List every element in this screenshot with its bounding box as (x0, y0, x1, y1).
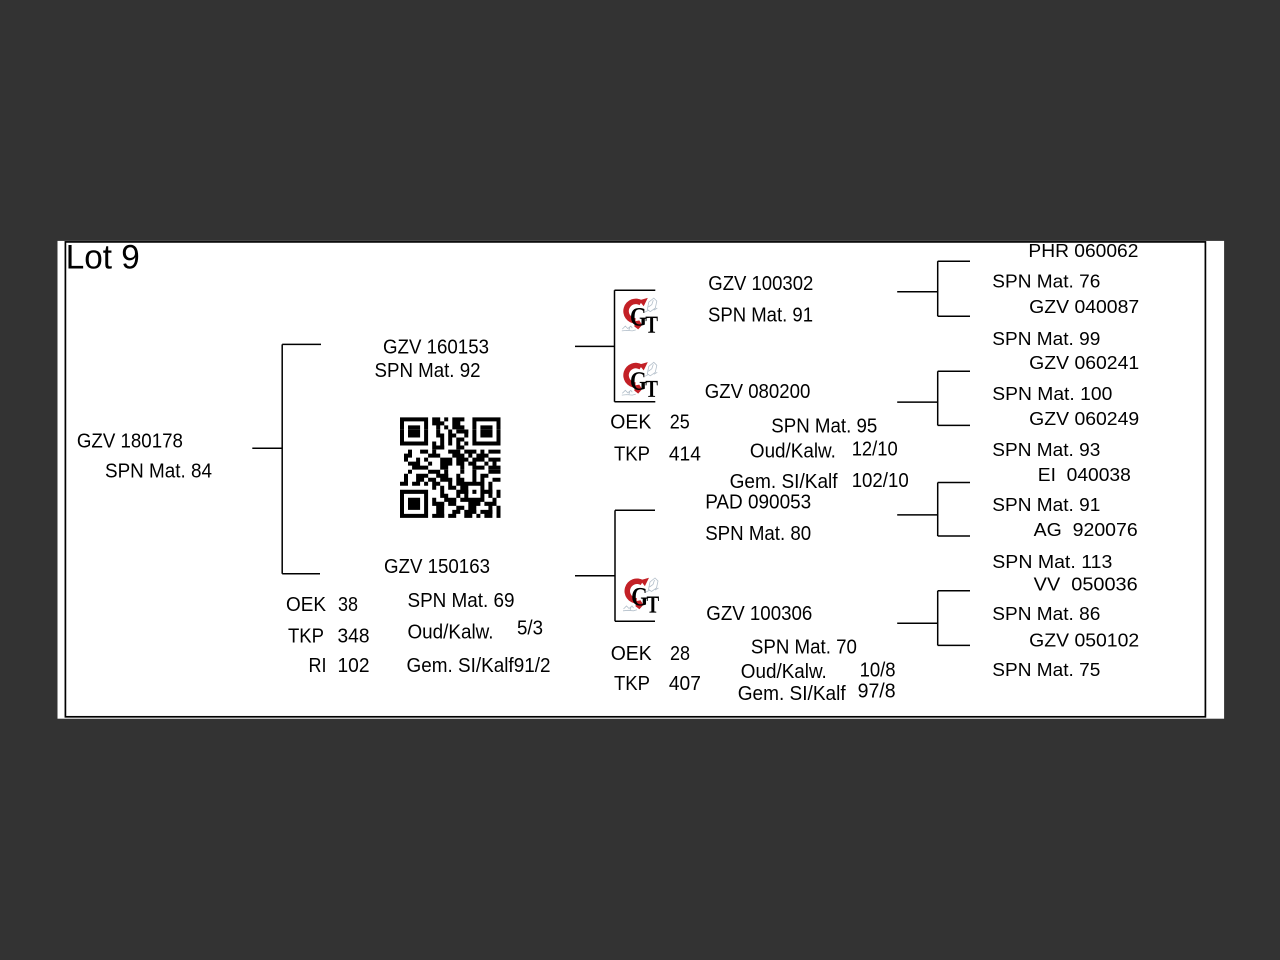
svg-text:GZV 040087: GZV 040087 (1029, 297, 1139, 317)
svg-text:25: 25 (670, 411, 690, 434)
svg-text:102: 102 (338, 654, 370, 677)
svg-text:PHR 060062: PHR 060062 (1028, 241, 1138, 261)
svg-text:GZV 060249: GZV 060249 (1029, 409, 1139, 429)
svg-text:GZV 150163: GZV 150163 (384, 555, 490, 578)
svg-text:GZV 100306: GZV 100306 (706, 602, 812, 625)
svg-text:SPN Mat. 99: SPN Mat. 99 (992, 329, 1100, 349)
svg-text:EI 040038: EI 040038 (1038, 465, 1131, 485)
svg-text:AG 920076: AG 920076 (1034, 520, 1138, 540)
svg-text:GZV 180178: GZV 180178 (77, 430, 183, 453)
svg-text:OEK: OEK (286, 593, 326, 616)
svg-text:TKP: TKP (614, 442, 650, 465)
svg-text:SPN Mat. 95: SPN Mat. 95 (771, 414, 877, 437)
svg-text:GZV 080200: GZV 080200 (705, 380, 811, 403)
svg-text:Oud/Kalw.: Oud/Kalw. (408, 621, 494, 644)
svg-text:RI: RI (309, 654, 327, 677)
svg-text:SPN Mat. 93: SPN Mat. 93 (992, 440, 1100, 460)
svg-text:SPN Mat. 113: SPN Mat. 113 (992, 552, 1112, 572)
svg-text:38: 38 (338, 593, 358, 616)
svg-text:GZV 060241: GZV 060241 (1029, 353, 1139, 373)
svg-text:Gem. SI/Kalf91/2: Gem. SI/Kalf91/2 (407, 654, 551, 677)
svg-text:SPN Mat. 92: SPN Mat. 92 (375, 359, 481, 382)
svg-text:Lot 9: Lot 9 (66, 239, 140, 277)
svg-text:102/10: 102/10 (852, 469, 909, 492)
svg-text:348: 348 (338, 625, 370, 648)
svg-text:Oud/Kalw.: Oud/Kalw. (750, 439, 836, 462)
svg-text:5/3: 5/3 (517, 617, 543, 640)
svg-text:SPN Mat. 84: SPN Mat. 84 (105, 460, 212, 483)
svg-text:SPN Mat. 70: SPN Mat. 70 (751, 635, 857, 658)
svg-text:GZV 160153: GZV 160153 (383, 336, 489, 359)
svg-text:SPN Mat. 91: SPN Mat. 91 (992, 495, 1100, 515)
svg-text:TKP: TKP (614, 672, 650, 695)
svg-text:GZV 100302: GZV 100302 (708, 272, 813, 295)
svg-text:Gem. SI/Kalf: Gem. SI/Kalf (730, 470, 838, 493)
svg-text:SPN Mat. 91: SPN Mat. 91 (708, 303, 813, 326)
svg-text:OEK: OEK (611, 642, 652, 665)
svg-text:SPN Mat. 86: SPN Mat. 86 (992, 604, 1100, 624)
svg-text:SPN Mat. 75: SPN Mat. 75 (992, 660, 1100, 680)
svg-text:Oud/Kalw.: Oud/Kalw. (741, 660, 827, 683)
svg-text:28: 28 (670, 642, 690, 665)
svg-text:SPN Mat. 80: SPN Mat. 80 (705, 522, 811, 545)
svg-text:SPN Mat. 76: SPN Mat. 76 (992, 272, 1100, 292)
svg-text:TKP: TKP (288, 625, 324, 648)
svg-text:PAD 090053: PAD 090053 (705, 491, 811, 514)
svg-text:10/8: 10/8 (860, 659, 896, 682)
svg-text:12/10: 12/10 (852, 438, 898, 461)
svg-text:407: 407 (669, 672, 701, 695)
svg-text:SPN Mat. 69: SPN Mat. 69 (408, 589, 515, 612)
svg-text:OEK: OEK (610, 411, 651, 434)
svg-text:SPN Mat. 100: SPN Mat. 100 (992, 384, 1112, 404)
svg-text:414: 414 (669, 442, 701, 465)
svg-text:VV 050036: VV 050036 (1034, 575, 1138, 595)
svg-text:GZV 050102: GZV 050102 (1029, 631, 1139, 651)
svg-text:97/8: 97/8 (858, 680, 896, 703)
svg-text:Gem. SI/Kalf: Gem. SI/Kalf (738, 682, 846, 705)
